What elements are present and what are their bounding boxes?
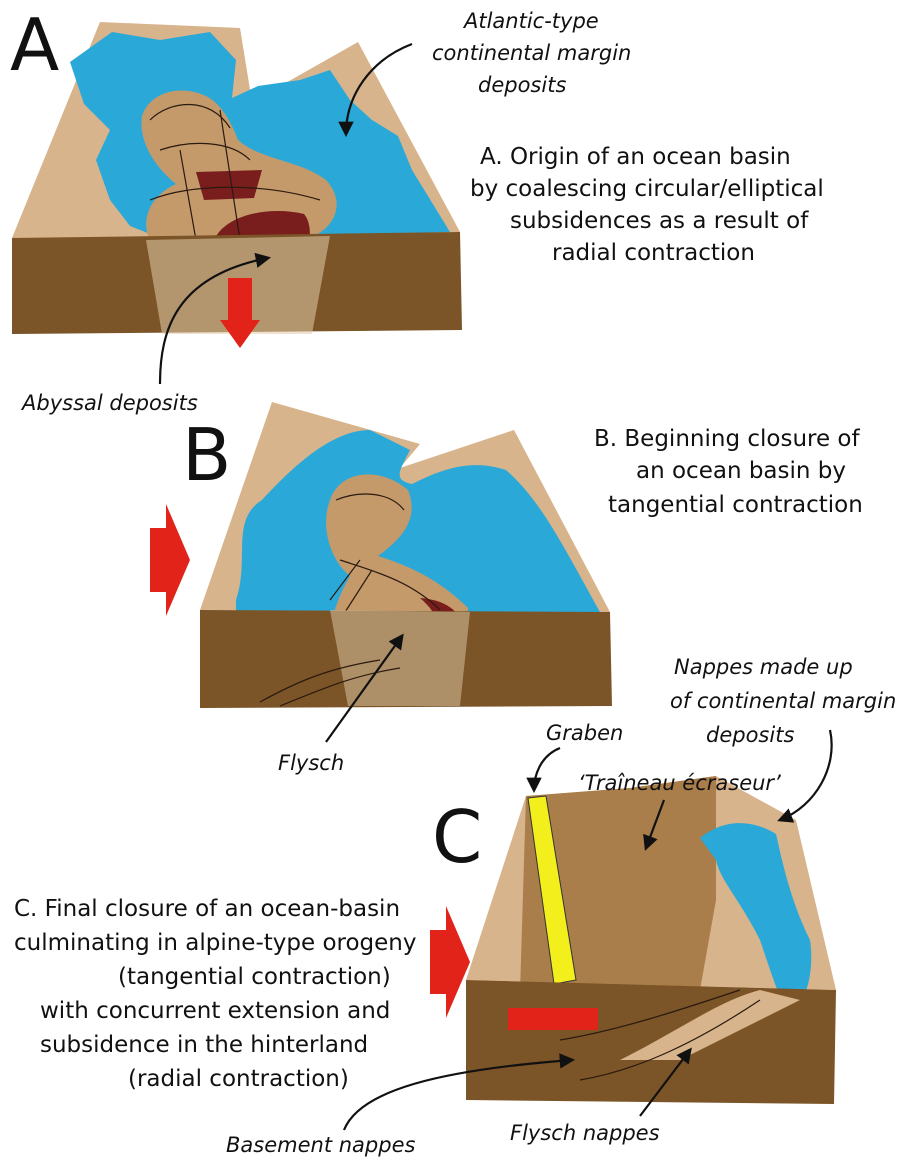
label-flysch-nappes: Flysch nappes (510, 1121, 660, 1145)
caption-c-line-2: culminating in alpine-type orogeny (14, 930, 416, 956)
caption-c-line-3: (tangential contraction) (118, 964, 391, 990)
label-flysch: Flysch (278, 751, 344, 775)
caption-a-line-1: A. Origin of an ocean basin (480, 144, 791, 170)
caption-a-line-4: radial contraction (552, 240, 755, 266)
caption-c: C. Final closure of an ocean-basin culmi… (14, 896, 416, 1092)
caption-b-line-2: an ocean basin by (636, 458, 846, 484)
label-abyssal: Abyssal deposits (20, 391, 198, 415)
label-atlantic-line-1: Atlantic-type (462, 9, 599, 33)
caption-c-line-5: subsidence in the hinterland (40, 1032, 368, 1058)
caption-a-line-3: subsidences as a result of (510, 208, 809, 234)
caption-a: A. Origin of an ocean basin by coalescin… (470, 144, 824, 266)
block-diagram-a (12, 22, 462, 348)
label-traineau: ‘Traîneau écraseur’ (578, 771, 781, 795)
arrow-graben (534, 748, 560, 790)
label-atlantic-line-2: continental margin (432, 41, 631, 65)
section-b (330, 610, 470, 706)
panel-letter-c: C (432, 795, 482, 879)
caption-b: B. Beginning closure of an ocean basin b… (594, 426, 863, 518)
caption-b-line-3: tangential contraction (608, 492, 863, 518)
label-nappes-line-1: Nappes made up (674, 655, 853, 679)
caption-a-line-2: by coalescing circular/elliptical (470, 176, 824, 202)
caption-b-line-1: B. Beginning closure of (594, 426, 861, 452)
panel-letter-a: A (10, 3, 59, 87)
abyssal-basin-upper (196, 170, 262, 200)
block-diagram-c (430, 776, 836, 1104)
panel-letter-b: B (182, 413, 231, 497)
label-graben: Graben (546, 721, 623, 745)
label-nappes-line-3: deposits (706, 723, 794, 747)
caption-c-line-6: (radial contraction) (128, 1066, 349, 1092)
label-atlantic-line-3: deposits (478, 73, 566, 97)
caption-c-line-1: C. Final closure of an ocean-basin (14, 896, 400, 922)
red-arrow-c-left (430, 906, 470, 1018)
label-basement-nappes: Basement nappes (226, 1133, 415, 1157)
red-arrow-b (150, 504, 190, 616)
label-nappes-line-2: of continental margin (670, 689, 896, 713)
caption-c-line-4: with concurrent extension and (40, 998, 390, 1024)
